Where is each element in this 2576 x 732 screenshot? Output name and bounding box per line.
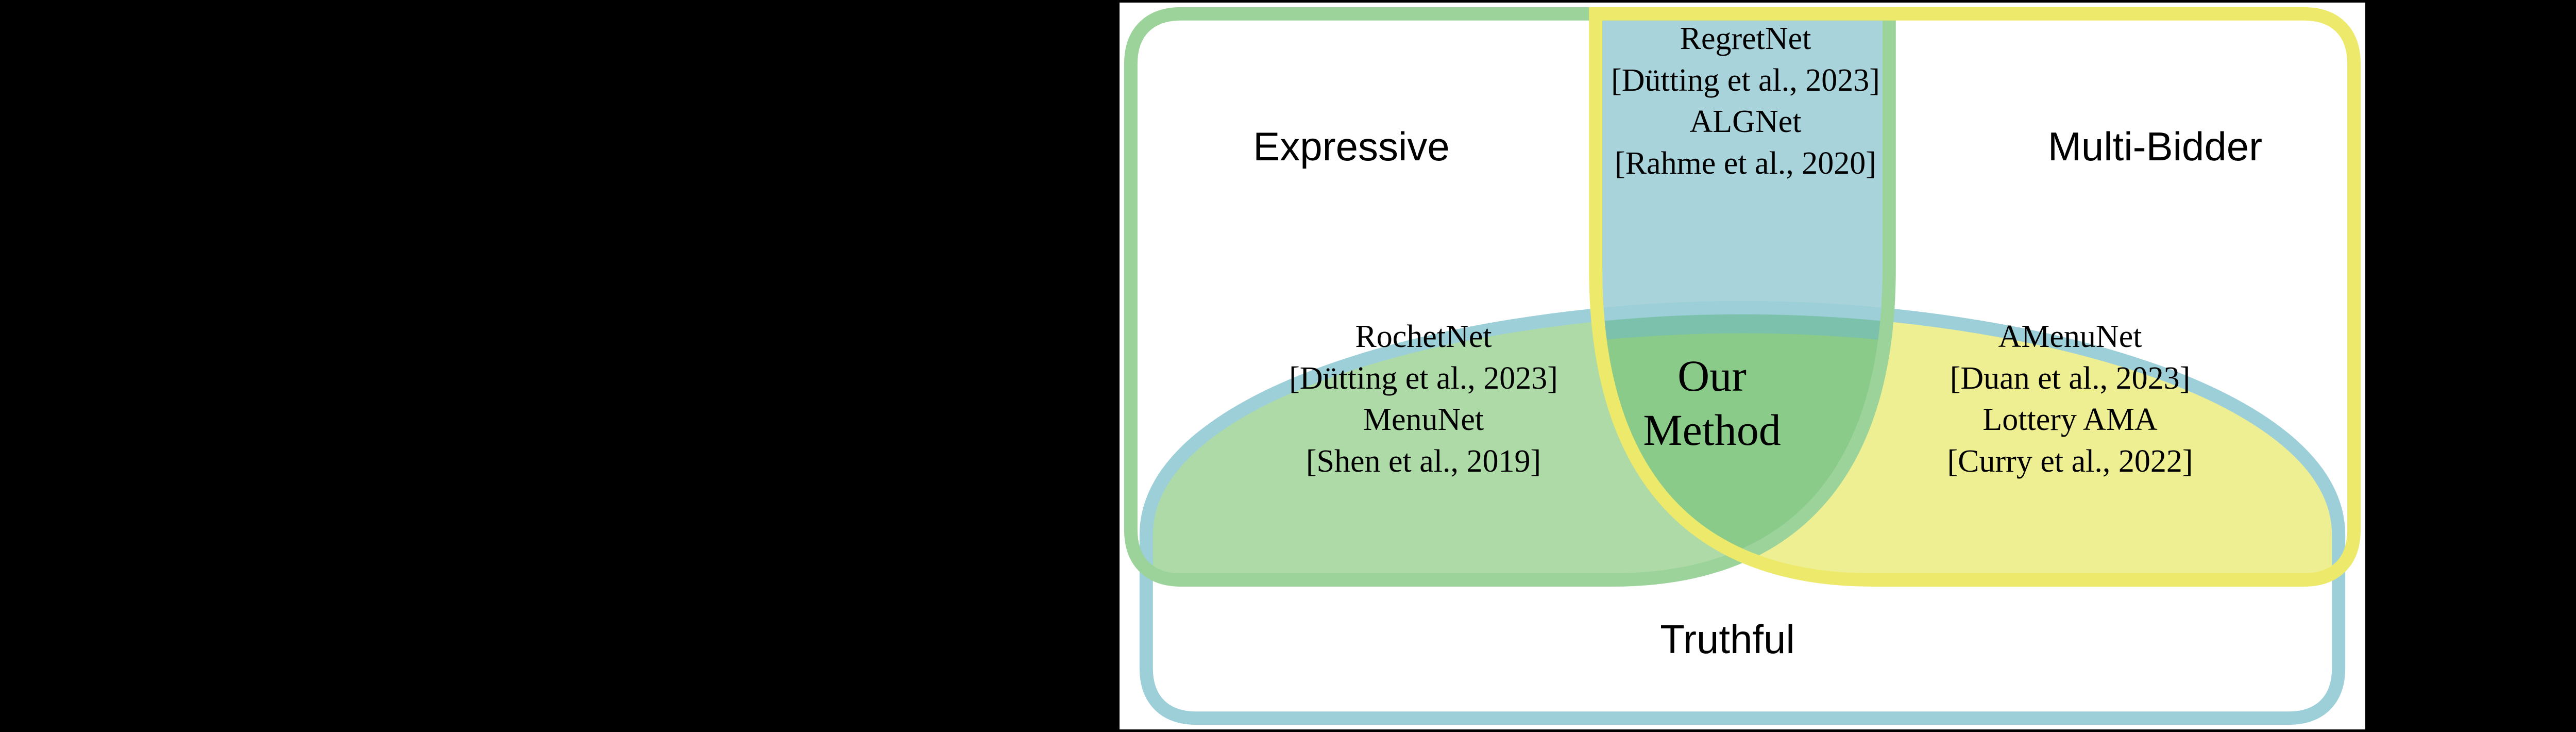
entry-citation-lottery-ama: [Curry et al., 2022] (1947, 443, 2193, 479)
set-label-truthful: Truthful (1660, 617, 1795, 662)
venn-shapes (1124, 7, 2361, 725)
entry-name-rochetnet: RochetNet (1355, 319, 1492, 354)
entry-citation-rochetnet: [Dütting et al., 2023] (1289, 360, 1558, 396)
set-label-expressive: Expressive (1253, 124, 1450, 169)
region-label-our-method: Our Method (1568, 349, 1856, 457)
set-outline-expressive (1124, 7, 1896, 587)
our-method-line-1: Our (1677, 351, 1747, 401)
set-outline-multibidder (1589, 7, 2361, 587)
entry-citation-menunet: [Shen et al., 2019] (1306, 443, 1541, 479)
set-outline-truthful (1139, 301, 2346, 725)
entry-name-algnet: ALGNet (1689, 104, 1802, 140)
region-entries-multibidder-truthful: AMenuNet [Duan et al., 2023] Lottery AMA… (1805, 316, 2335, 482)
entry-citation-regretnet: [Dütting et al., 2023] (1611, 62, 1880, 98)
region-entries-expressive-multibidder: RegretNet [Dütting et al., 2023] ALGNet … (1480, 18, 2011, 184)
entry-name-amenunet: AMenuNet (1998, 319, 2142, 354)
entry-name-lottery-ama: Lottery AMA (1982, 402, 2158, 438)
our-method-line-2: Method (1643, 405, 1781, 455)
region-entries-expressive-truthful: RochetNet [Dütting et al., 2023] MenuNet… (1161, 316, 1686, 482)
entry-citation-algnet: [Rahme et al., 2020] (1615, 145, 1876, 181)
venn-diagram-panel: Expressive Multi-Bidder Truthful RegretN… (1117, 0, 2368, 732)
entry-name-regretnet: RegretNet (1680, 21, 1811, 56)
set-label-multi-bidder: Multi-Bidder (2047, 124, 2263, 169)
entry-name-menunet: MenuNet (1363, 402, 1484, 438)
entry-citation-amenunet: [Duan et al., 2023] (1950, 360, 2191, 396)
